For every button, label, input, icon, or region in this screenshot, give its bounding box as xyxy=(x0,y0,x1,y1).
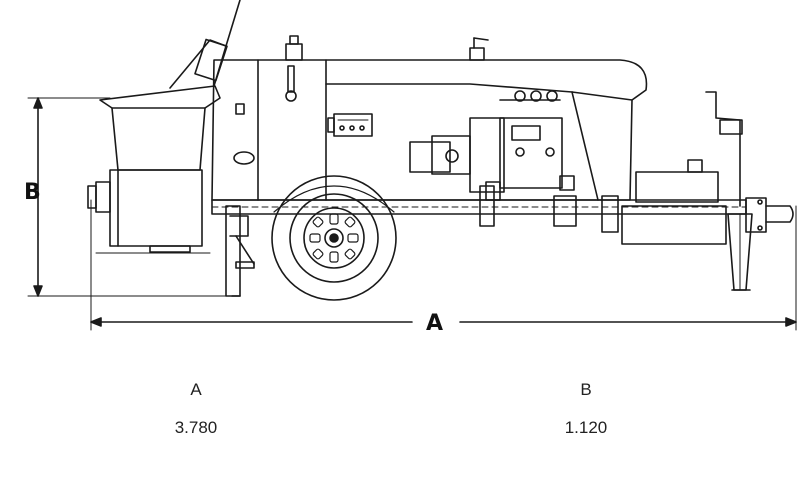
dimension-b-line xyxy=(27,97,241,297)
dimension-b-letter: B xyxy=(24,180,41,205)
spec-b-header: B xyxy=(580,380,592,399)
chassis-frame xyxy=(211,185,794,233)
rear-tank xyxy=(571,91,743,245)
engine-housing xyxy=(211,35,648,201)
machine-dimension-drawing: B A xyxy=(24,0,797,336)
hopper xyxy=(99,0,241,171)
hydraulic-pump xyxy=(409,90,575,201)
spec-a-header: A xyxy=(190,380,202,399)
control-panel xyxy=(327,113,373,137)
wheel xyxy=(271,175,397,301)
dimension-a-letter: A xyxy=(426,311,443,336)
mixing-box xyxy=(87,169,211,254)
rear-support-leg xyxy=(727,213,753,291)
dimension-a-line xyxy=(90,199,797,331)
spec-b-value: 1.120 xyxy=(564,418,608,437)
spec-a-value: 3.780 xyxy=(174,418,218,437)
front-support-leg xyxy=(225,205,255,297)
